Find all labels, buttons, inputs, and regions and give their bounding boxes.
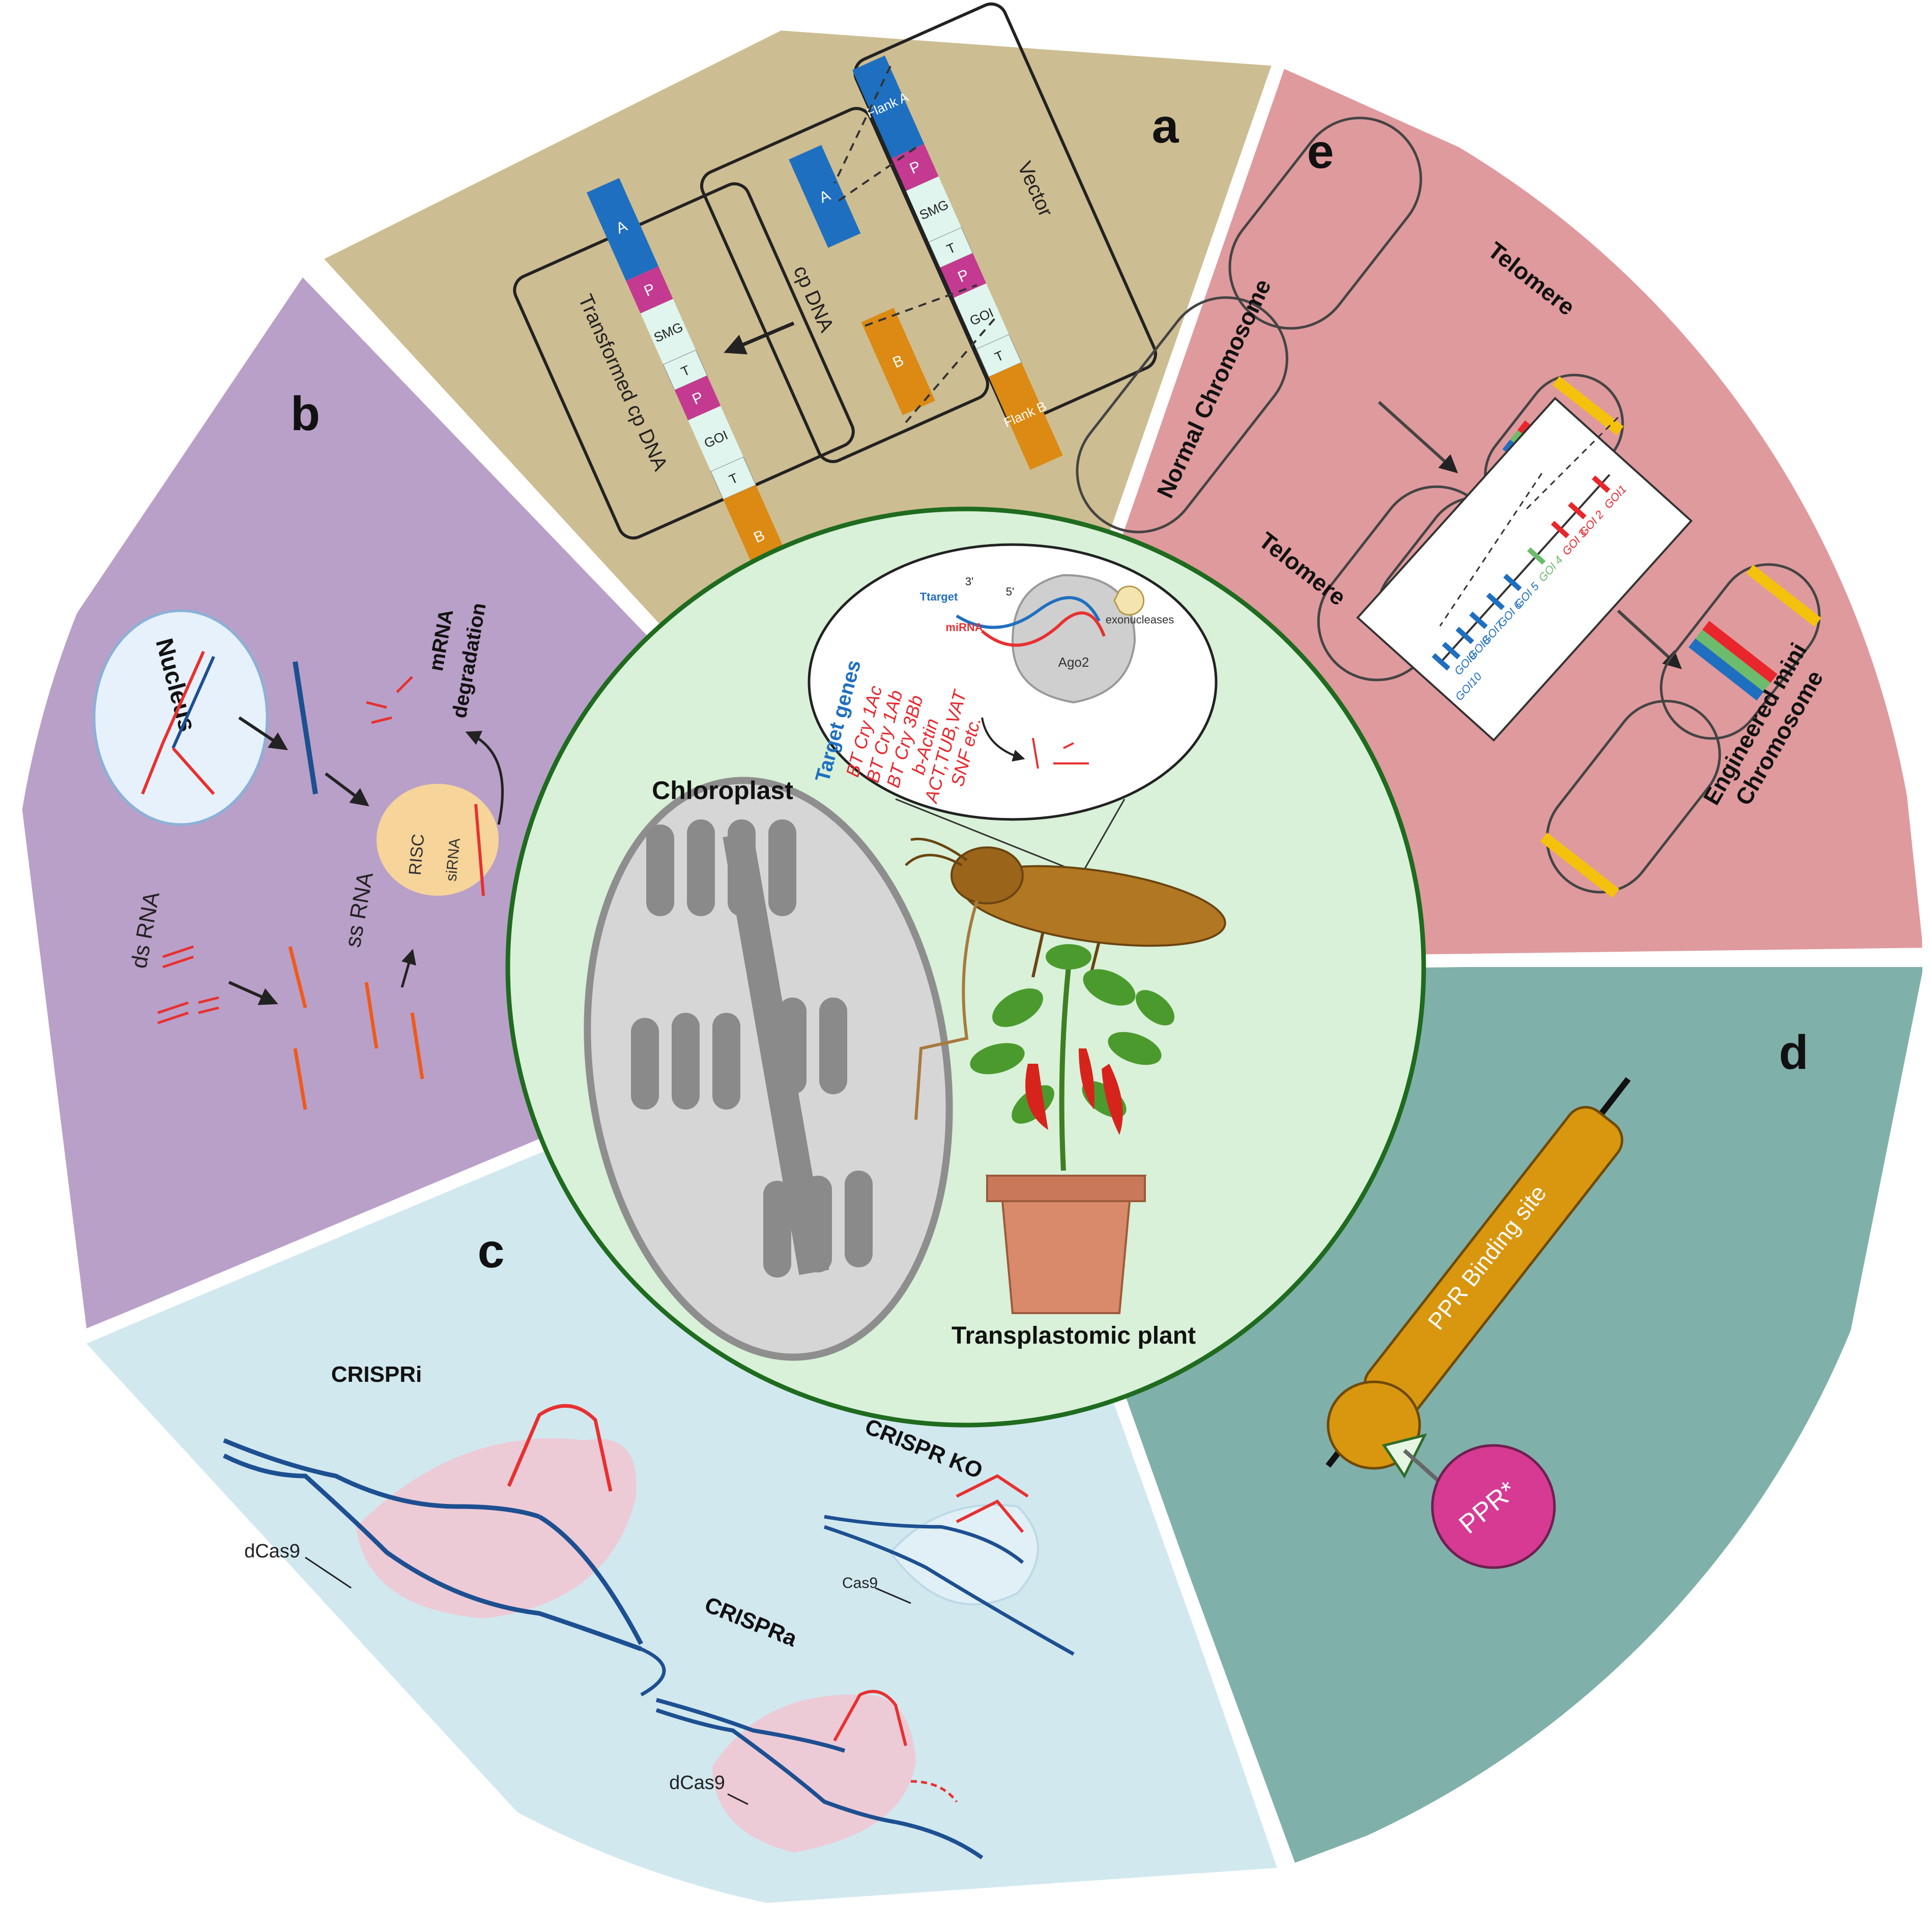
normal-chromosome [1076, 117, 1422, 533]
chloroplast-label: Chloroplast [652, 776, 793, 805]
panel-a-diagram: A P SMG T P GOI T B Transformed cp DNA A… [513, 2, 1157, 592]
dcas9-label-2: dCas9 [669, 1772, 725, 1794]
goi-box: GOI1 GOI 2 GOI 3 GOI 4 GOI 5 GOI 6 GOI7 … [1356, 396, 1693, 742]
ppr-star-circle [1431, 1444, 1556, 1569]
transform-arrow [724, 321, 795, 355]
cas9-label: Cas9 [842, 1575, 878, 1592]
sirna-label: siRNA [443, 837, 463, 882]
crispri-dcas9-blob [356, 1438, 637, 1618]
chili-peppers [1025, 1048, 1123, 1135]
ago2-label: Ago2 [1058, 655, 1089, 670]
panel-c-letter: c [478, 1224, 505, 1278]
cleaved-fragments [1032, 737, 1089, 769]
nucleus-ellipse [93, 609, 269, 826]
ssrna-strands [288, 946, 424, 1110]
mirna-label: miRNA [945, 621, 983, 634]
crispri-label: CRISPRi [331, 1362, 422, 1387]
transplastomic-plant: Transplastomic plant [952, 944, 1196, 1349]
chromosome-arrow-2 [1617, 609, 1682, 669]
risc-label: RISC [406, 833, 428, 876]
panel-b-wedge [10, 277, 966, 1328]
degraded-fragments [366, 676, 413, 724]
panel-b-letter: b [291, 387, 320, 441]
ttarget-label: Ttarget [920, 590, 958, 603]
dcas9-label-1: dCas9 [244, 1541, 300, 1562]
crossover-lines [833, 66, 998, 423]
mini-chromosome-lower [1540, 699, 1721, 898]
three-prime-label: 3' [965, 575, 973, 588]
cas9-blob [889, 1503, 1039, 1606]
panel-a-letter: a [1152, 99, 1179, 153]
cp-dna: A B cp DNA [700, 107, 989, 463]
chloroplast: Chloroplast [584, 776, 953, 1361]
ago2-shape [1011, 574, 1136, 704]
plant-label: Transplastomic plant [952, 1322, 1196, 1349]
chromosome-arrow-1 [1377, 401, 1458, 473]
target-bubble: Target genes BT Cry 1Ac BT Cry 1Ab BT Cr… [808, 543, 1218, 871]
exonuclease-shape [1113, 585, 1145, 616]
risc-complex [377, 784, 499, 896]
five-prime-label: 5' [1006, 585, 1014, 598]
zoom-line-2 [1439, 473, 1543, 627]
ppr-wedge [1381, 1433, 1427, 1479]
dsrna-strands [157, 945, 219, 1025]
mini-chromosome-upper [1660, 563, 1822, 740]
exo-label: exonucleases [1106, 613, 1174, 626]
mrna-strand [293, 661, 318, 794]
panel-d-letter: d [1779, 1026, 1808, 1079]
